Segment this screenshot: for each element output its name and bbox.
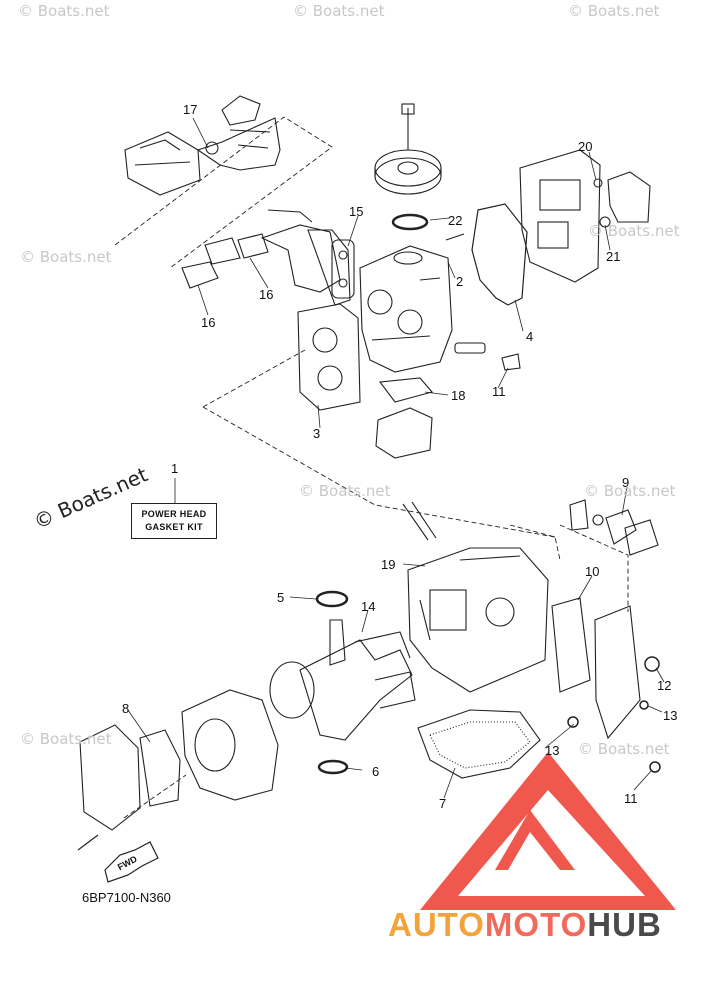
callout-11b: 11	[624, 791, 638, 806]
gasket-4	[471, 203, 528, 306]
callout-10: 10	[585, 564, 600, 579]
kit-label-line2: GASKET KIT	[145, 522, 203, 532]
oil-seal-5	[315, 590, 349, 608]
thermo-switch-parts-9	[569, 499, 659, 556]
watermark: © Boats.net	[568, 2, 660, 20]
cylinder-cover-part	[519, 149, 651, 283]
callout-14: 14	[361, 599, 376, 614]
callout-16b: 16	[201, 315, 216, 330]
callout-4: 4	[526, 329, 534, 344]
callout-20: 20	[578, 139, 593, 154]
callout-13b: 13	[545, 743, 560, 758]
brand-part-auto: AUTO	[388, 906, 485, 943]
brand-part-moto: MOTO	[484, 906, 588, 943]
gasket-18	[378, 377, 433, 403]
callout-22: 22	[448, 213, 463, 228]
watermark: © Boats.net	[588, 222, 680, 240]
callout-11a: 11	[492, 384, 506, 399]
cylinder-block-part	[402, 501, 549, 693]
callout-1: 1	[171, 461, 179, 476]
group-boundary-lines	[114, 116, 629, 819]
callout-18: 18	[451, 388, 466, 403]
pulley-part	[374, 103, 442, 195]
callout-6: 6	[372, 764, 380, 779]
diagram-part-number: 6BP7100-N360	[82, 890, 171, 905]
cylinder-head-gasket-3	[297, 303, 361, 411]
kit-label-line1: POWER HEAD	[141, 509, 207, 519]
crankcase-gasket-7	[417, 709, 541, 779]
callout-7: 7	[439, 796, 447, 811]
automotohub-logo-icon	[420, 752, 676, 910]
callout-8: 8	[122, 701, 130, 716]
cylinder-head-part	[359, 233, 486, 373]
sensor-11-top	[501, 353, 521, 371]
callout-9: 9	[622, 475, 630, 490]
carburetor-part	[124, 95, 281, 196]
watermark: © Boats.net	[299, 482, 391, 500]
callout-17: 17	[183, 102, 198, 117]
callout-16a: 16	[259, 287, 274, 302]
gasket-kit-label: POWER HEAD GASKET KIT	[131, 503, 217, 539]
watermark: © Boats.net	[578, 740, 670, 758]
callout-21: 21	[606, 249, 621, 264]
callout-leaders	[127, 117, 665, 799]
callout-2: 2	[456, 274, 464, 289]
brand-part-hub: HUB	[587, 906, 662, 943]
callout-5: 5	[277, 590, 285, 605]
brand-logo-text: AUTOMOTOHUB	[388, 906, 662, 944]
callout-13a: 13	[663, 708, 678, 723]
gasket-16-parts	[181, 233, 269, 289]
exhaust-cover-part	[594, 605, 641, 740]
watermark: © Boats.net	[18, 2, 110, 20]
watermark: © Boats.net	[584, 482, 676, 500]
exhaust-cover-8-part	[79, 689, 279, 831]
callout-3: 3	[313, 426, 321, 441]
oil-seal-6	[317, 759, 349, 775]
fwd-arrow-icon	[104, 841, 159, 883]
callout-15: 15	[349, 204, 364, 219]
bolt-front	[77, 834, 99, 851]
callout-19: 19	[381, 557, 396, 572]
watermark: © Boats.net	[293, 2, 385, 20]
oil-seal-22	[391, 213, 429, 231]
watermark: © Boats.net	[20, 730, 112, 748]
crankshaft-piston-part	[269, 619, 416, 741]
gasket-10	[551, 597, 591, 693]
callout-12: 12	[657, 678, 672, 693]
intake-manifold-part	[260, 209, 355, 306]
watermark: © Boats.net	[20, 248, 112, 266]
thermostat-housing	[375, 407, 433, 459]
